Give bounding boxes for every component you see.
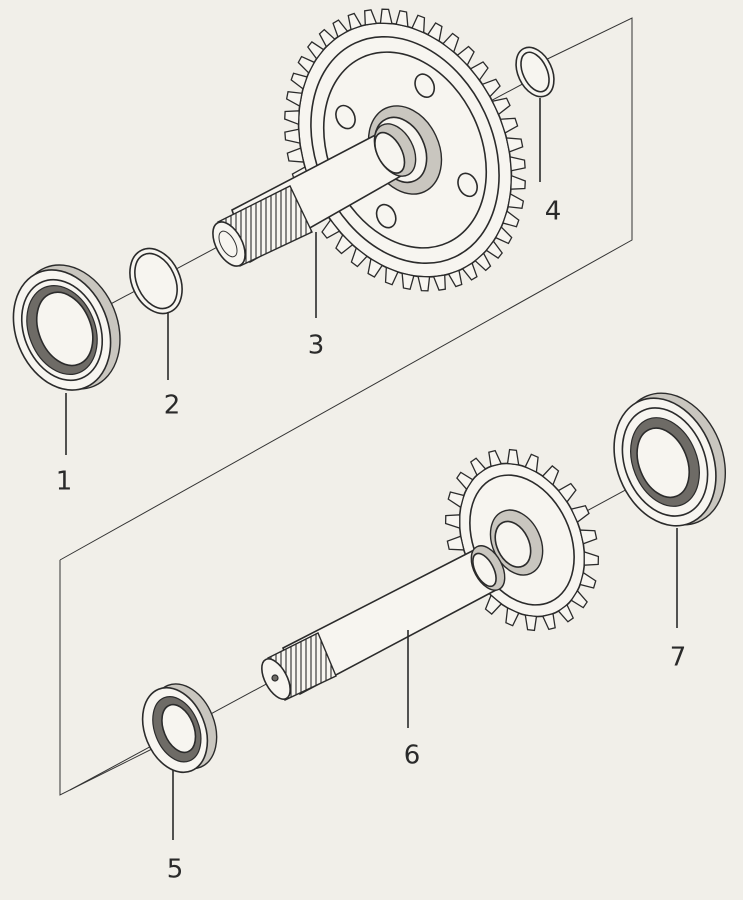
gear-tooth	[505, 606, 520, 627]
gear-tooth	[456, 471, 474, 491]
gear-tooth	[335, 233, 354, 255]
part-label-5: 5	[167, 855, 184, 885]
part-label-3: 3	[308, 331, 325, 361]
gear-tooth	[510, 174, 526, 190]
gear-tooth	[502, 210, 520, 228]
lower-assembly	[59, 392, 727, 840]
gear-tooth	[318, 28, 336, 48]
small-gear	[444, 448, 600, 632]
gear-tooth	[446, 535, 465, 551]
gear-tooth	[321, 218, 341, 239]
gear-tooth	[444, 514, 461, 530]
gear-tooth	[286, 147, 305, 163]
gear-tooth	[541, 465, 560, 486]
gear-tooth	[411, 14, 426, 34]
part-label-1: 1	[56, 467, 73, 497]
oil-seal-5	[141, 683, 218, 774]
gear-tooth	[426, 22, 443, 43]
gear-tooth	[447, 269, 463, 288]
upper-assembly-frame	[59, 17, 633, 561]
gear-tooth	[469, 457, 487, 477]
gear-tooth	[350, 246, 368, 268]
gear-tooth	[401, 272, 415, 291]
gear-tooth	[432, 274, 446, 291]
gear-tooth	[570, 505, 590, 524]
gear-tooth	[557, 603, 575, 623]
gear-tooth	[474, 252, 492, 272]
gear-tooth	[284, 128, 301, 144]
gear-tooth	[494, 225, 513, 245]
gear-tooth	[379, 8, 393, 25]
gear-tooth	[579, 571, 597, 589]
gear-tooth	[524, 614, 538, 632]
gear-tooth	[461, 262, 478, 281]
lower-assembly-frame	[59, 560, 161, 796]
gear-tooth	[395, 9, 409, 28]
part-label-4: 4	[545, 197, 562, 227]
gear-tooth	[505, 137, 524, 153]
gear-tooth	[297, 55, 316, 75]
gear-tooth	[506, 448, 520, 466]
gear-tooth	[442, 32, 460, 54]
gear-shaft-3	[212, 8, 526, 292]
gear-tooth	[485, 240, 503, 259]
gear-tooth	[524, 453, 539, 474]
gear-tooth	[456, 45, 475, 67]
gear-tooth	[364, 9, 378, 26]
snap-ring-2	[129, 247, 183, 315]
gear-tooth	[307, 41, 325, 60]
gear-tooth	[417, 275, 431, 292]
gear-tooth	[285, 91, 303, 108]
gear-shaft-6	[261, 448, 600, 701]
gear-tooth	[541, 612, 556, 631]
part-label-6: 6	[404, 741, 421, 771]
snap-ring-4	[515, 46, 555, 98]
bearing-7	[613, 392, 727, 527]
gear-tooth	[507, 192, 525, 209]
gear-tooth	[484, 594, 503, 615]
gear-tooth	[481, 78, 501, 98]
gear-tooth	[347, 12, 363, 31]
bearing-1	[12, 264, 121, 391]
part-label-7: 7	[670, 643, 687, 673]
gear-tooth	[509, 156, 526, 172]
gear-tooth	[499, 117, 519, 134]
part-label-2: 2	[164, 391, 181, 421]
gear-tooth	[367, 257, 384, 278]
gear-tooth	[469, 61, 489, 82]
gear-tooth	[579, 529, 598, 545]
gear-tooth	[290, 72, 308, 90]
upper-assembly	[12, 8, 633, 561]
gear-tooth	[384, 266, 399, 286]
gear-tooth	[332, 19, 349, 38]
gear-tooth	[284, 110, 300, 126]
gear-tooth	[583, 550, 600, 566]
gear-tooth	[488, 449, 503, 468]
gear-tooth	[557, 482, 577, 503]
part-labels: 1 2 3 4 5 6 7	[56, 197, 687, 885]
gear-tooth	[570, 589, 588, 609]
gear-tooth	[491, 97, 511, 116]
gear-tooth	[447, 491, 465, 509]
